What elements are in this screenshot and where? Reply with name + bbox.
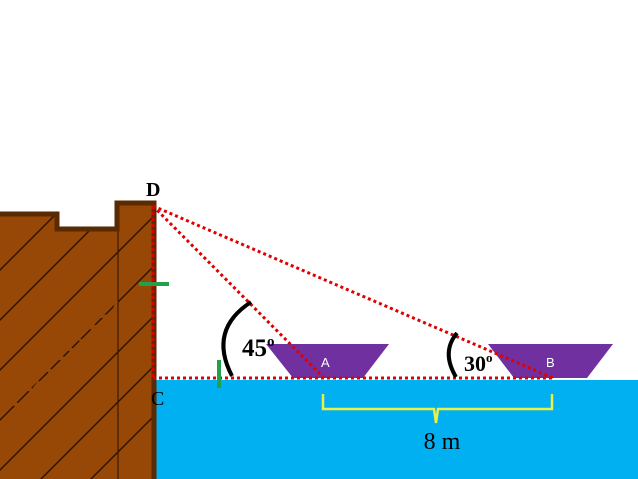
angle-b-degree: o [486,350,493,365]
point-d-label: D [146,179,160,201]
line-da [151,204,326,380]
boat-b-label: B [546,355,555,370]
point-c-label: C [151,388,164,410]
boat-b [488,344,613,378]
cliff [0,200,157,479]
angle-a-degree: o [267,334,275,350]
angle-b-value: 30 [464,351,486,376]
boat-a-label: A [321,355,330,370]
angle-a-label: 45o [242,334,275,362]
angle-arc-b [446,331,459,379]
water [154,380,638,479]
distance-label: 8 m [424,429,461,455]
angle-arc-a [221,300,253,377]
angle-a-value: 45 [242,335,267,362]
angle-b-label: 30o [464,350,493,376]
line-db [152,204,554,380]
distance-brace [321,394,554,424]
